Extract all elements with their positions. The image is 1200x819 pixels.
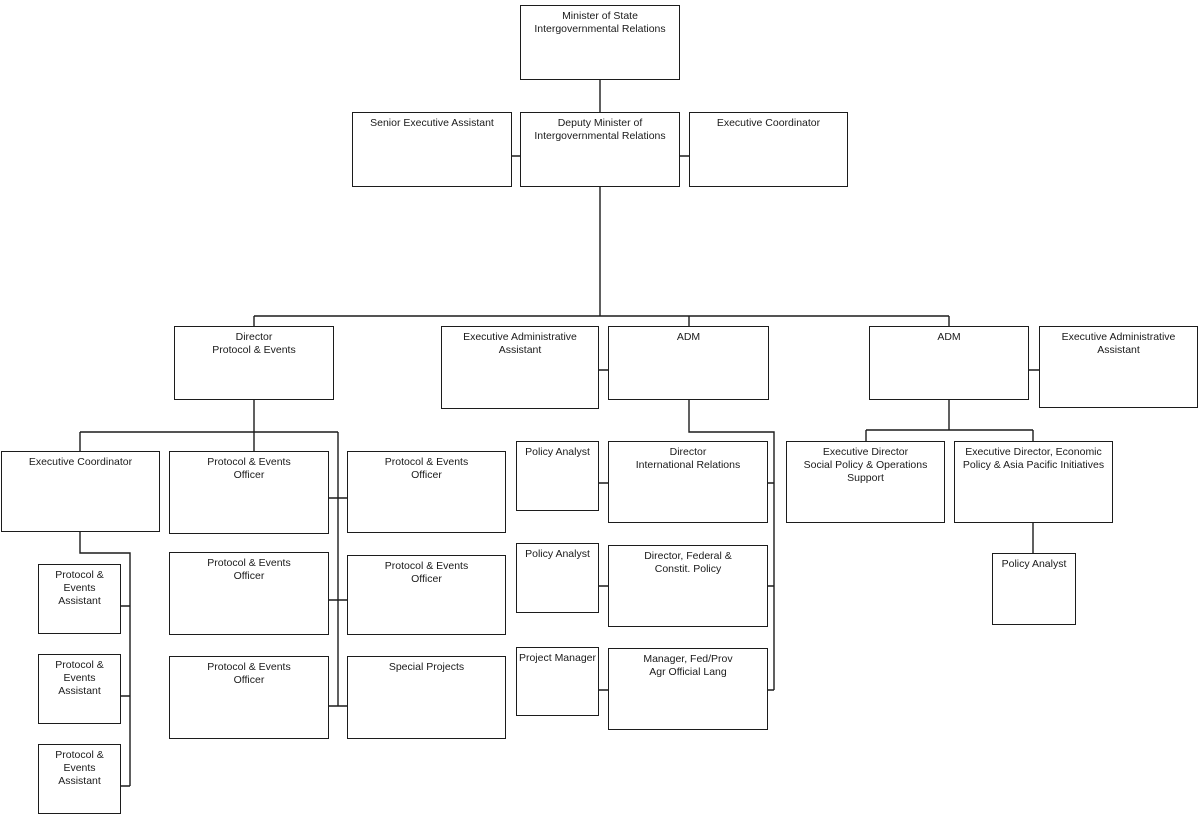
- exec-director-economic-box: Executive Director, Economic Policy & As…: [954, 441, 1113, 523]
- pe-officer-4-box: Protocol & Events Officer: [347, 555, 506, 635]
- adm-right-box: ADM: [869, 326, 1029, 400]
- exec-admin-assistant-left-box: Executive Administrative Assistant: [441, 326, 599, 409]
- exec-director-social-box: Executive Director Social Policy & Opera…: [786, 441, 945, 523]
- pe-assistant-1-box: Protocol & Events Assistant: [38, 564, 121, 634]
- manager-fedprov-box: Manager, Fed/Prov Agr Official Lang: [608, 648, 768, 730]
- executive-coordinator-top-box: Executive Coordinator: [689, 112, 848, 187]
- pe-officer-3-box: Protocol & Events Officer: [169, 552, 329, 635]
- minister-box: Minister of State Intergovernmental Rela…: [520, 5, 680, 80]
- senior-executive-assistant-box: Senior Executive Assistant: [352, 112, 512, 187]
- policy-analyst-2-box: Policy Analyst: [516, 543, 599, 613]
- director-protocol-events-box: Director Protocol & Events: [174, 326, 334, 400]
- policy-analyst-3-box: Policy Analyst: [992, 553, 1076, 625]
- pe-assistant-3-box: Protocol & Events Assistant: [38, 744, 121, 814]
- policy-analyst-1-box: Policy Analyst: [516, 441, 599, 511]
- pe-officer-5-box: Protocol & Events Officer: [169, 656, 329, 739]
- pe-officer-1-box: Protocol & Events Officer: [169, 451, 329, 534]
- executive-coordinator-protocol-box: Executive Coordinator: [1, 451, 160, 532]
- exec-admin-assistant-right-box: Executive Administrative Assistant: [1039, 326, 1198, 408]
- project-manager-box: Project Manager: [516, 647, 599, 716]
- special-projects-box: Special Projects: [347, 656, 506, 739]
- adm-left-box: ADM: [608, 326, 769, 400]
- director-international-relations-box: Director International Relations: [608, 441, 768, 523]
- pe-officer-2-box: Protocol & Events Officer: [347, 451, 506, 533]
- deputy-minister-box: Deputy Minister of Intergovernmental Rel…: [520, 112, 680, 187]
- pe-assistant-2-box: Protocol & Events Assistant: [38, 654, 121, 724]
- director-federal-constit-box: Director, Federal & Constit. Policy: [608, 545, 768, 627]
